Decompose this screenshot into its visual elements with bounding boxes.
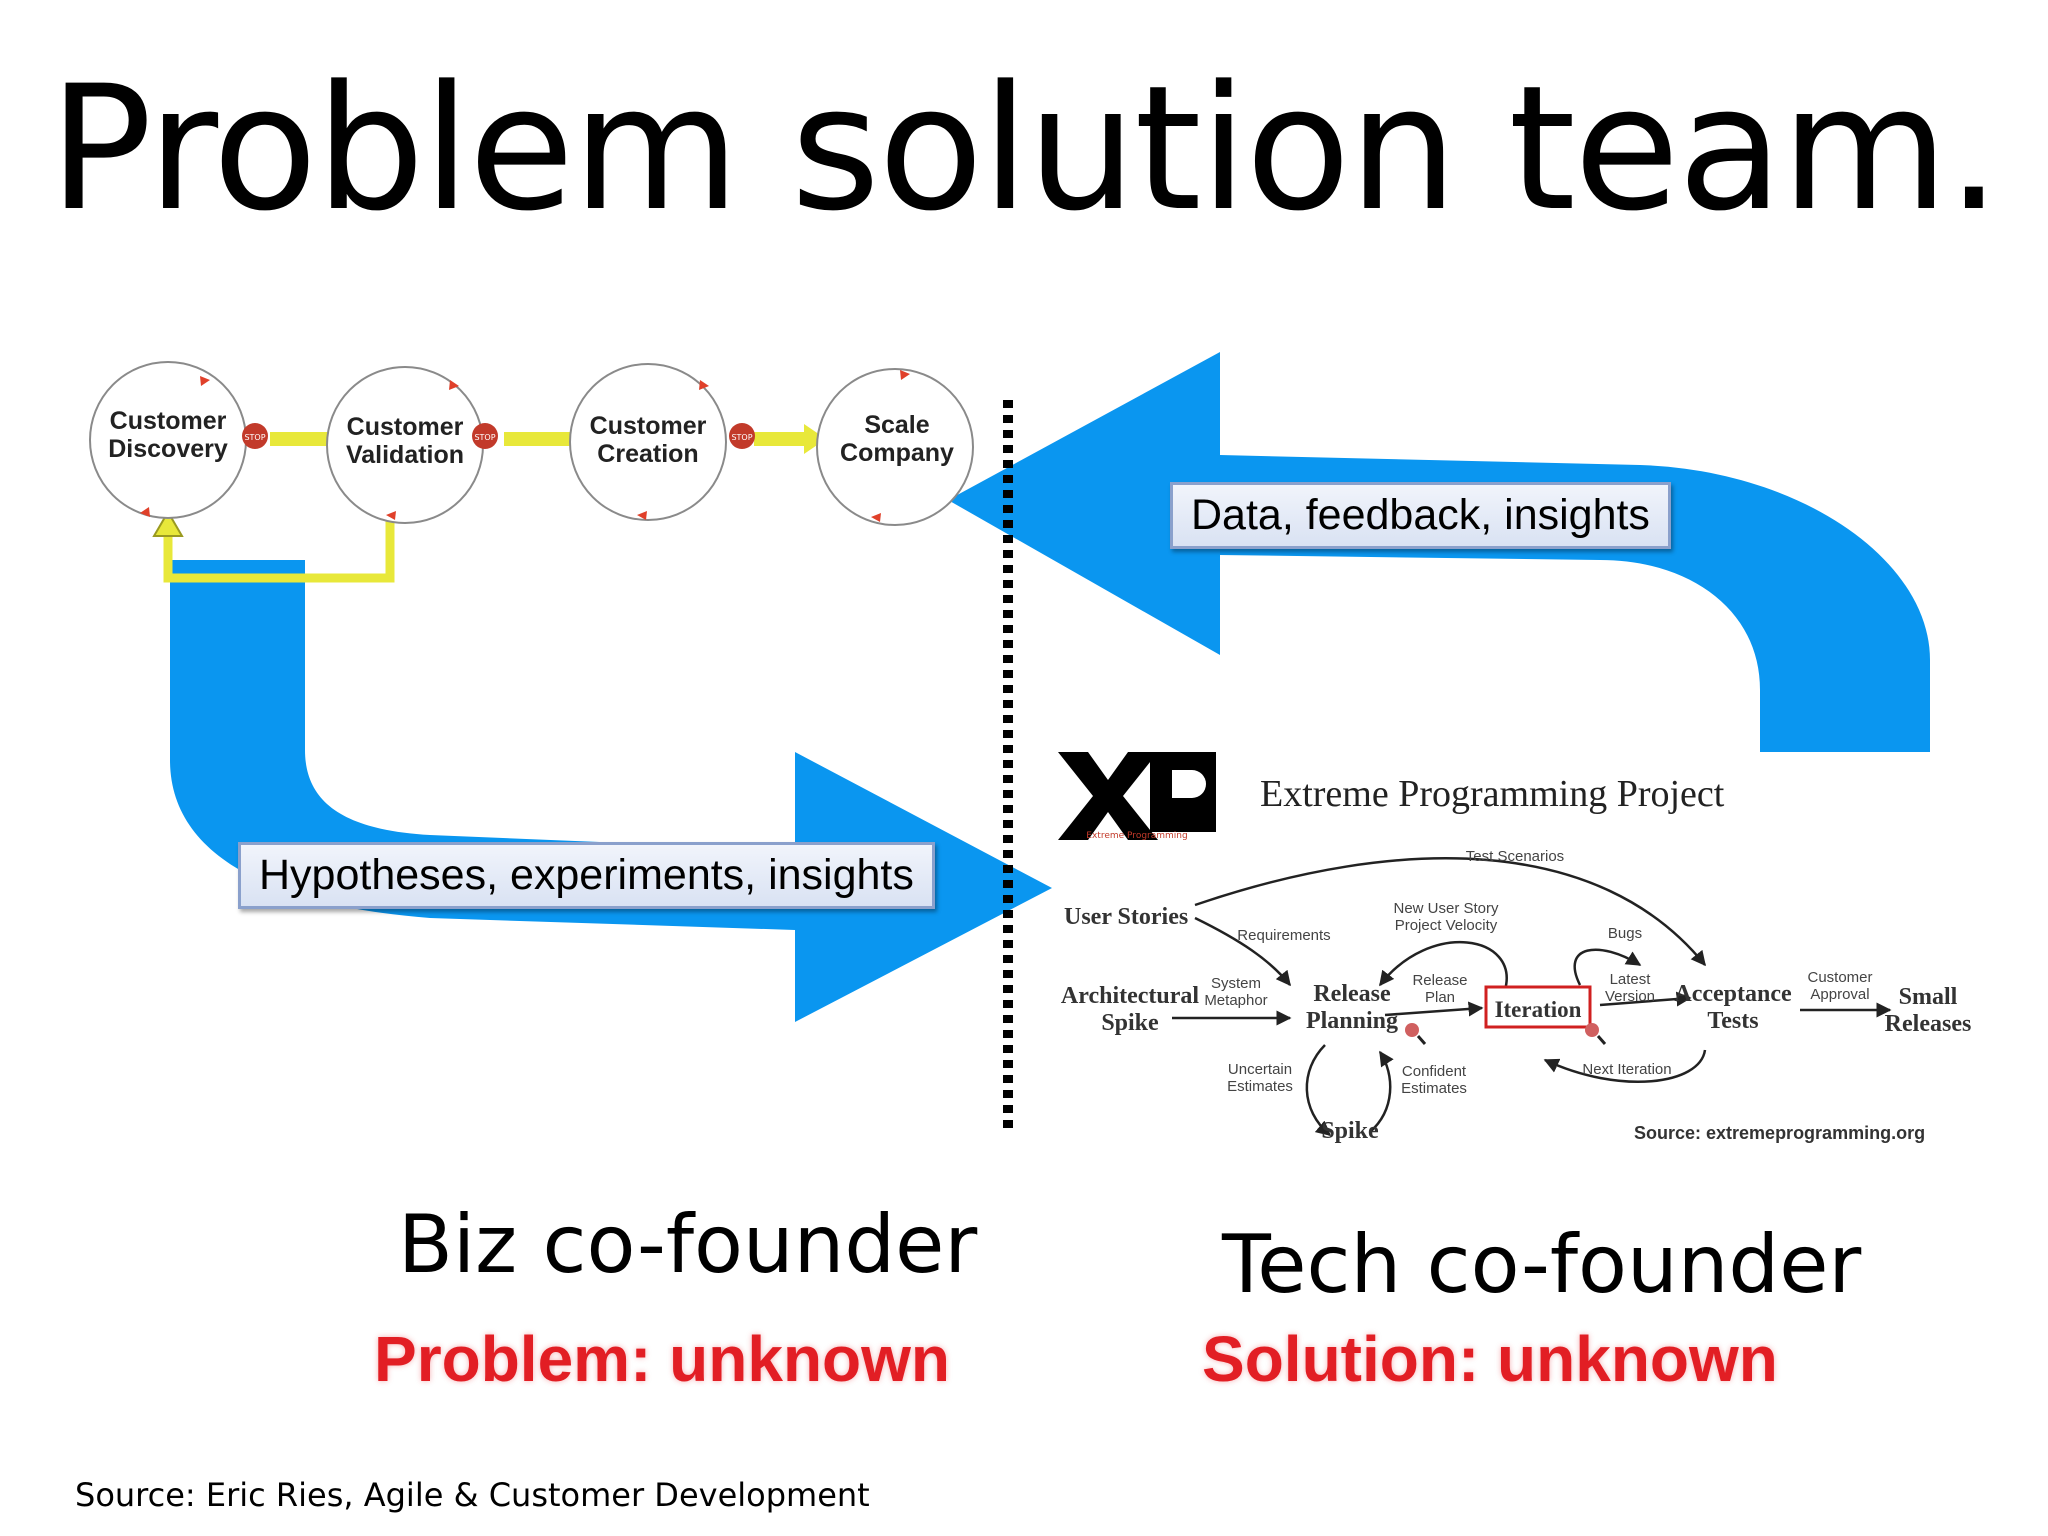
svg-text:Requirements: Requirements bbox=[1237, 927, 1330, 944]
xp-node: User Stories bbox=[1064, 904, 1188, 930]
xp-title: Extreme Programming Project bbox=[1260, 773, 1725, 815]
svg-text:STOP: STOP bbox=[474, 433, 495, 442]
validation-loop-arrow bbox=[163, 520, 395, 583]
xp-logo-caption: Extreme Programming bbox=[1086, 831, 1187, 841]
slide-title: Problem solution team. bbox=[48, 48, 2002, 249]
magnifier-icon bbox=[1585, 1023, 1607, 1045]
feedback-arrow bbox=[948, 352, 1930, 752]
xp-edge-labels: Test Scenarios Requirements New User Sto… bbox=[1204, 848, 1872, 1097]
loop-arrowhead bbox=[152, 510, 184, 537]
feedback-callout-text: Data, feedback, insights bbox=[1191, 491, 1650, 539]
hypotheses-callout-text: Hypotheses, experiments, insights bbox=[259, 851, 914, 899]
stop-sign-icon: STOP bbox=[729, 423, 755, 449]
svg-text:Bugs: Bugs bbox=[1608, 925, 1642, 942]
tech-cofounder-label: Tech co-founder bbox=[1222, 1218, 1862, 1311]
svg-text:Next Iteration: Next Iteration bbox=[1582, 1061, 1671, 1078]
xp-source: Source: extremeprogramming.org bbox=[1634, 1123, 1925, 1143]
biz-status: Problem: unknown bbox=[374, 1323, 950, 1395]
stop-sign-icon: STOP bbox=[242, 423, 268, 449]
svg-text:STOP: STOP bbox=[244, 433, 265, 442]
xp-flow-edges bbox=[1172, 857, 1892, 1136]
feedback-callout: Data, feedback, insights bbox=[1170, 482, 1671, 549]
footer-source: Source: Eric Ries, Agile & Customer Deve… bbox=[75, 1476, 870, 1514]
magnifier-icon bbox=[1405, 1023, 1427, 1045]
xp-logo: Extreme Programming bbox=[1058, 752, 1216, 841]
svg-text:STOP: STOP bbox=[731, 433, 752, 442]
tech-status: Solution: unknown bbox=[1202, 1323, 1778, 1395]
hypotheses-callout: Hypotheses, experiments, insights bbox=[238, 842, 935, 909]
svg-text:Test Scenarios: Test Scenarios bbox=[1466, 848, 1564, 865]
biz-cofounder-label: Biz co-founder bbox=[398, 1198, 978, 1291]
stop-sign-icon: STOP bbox=[472, 423, 498, 449]
xp-node: Spike bbox=[1321, 1118, 1379, 1144]
hypotheses-arrow bbox=[170, 560, 1052, 1022]
xp-node: Iteration bbox=[1495, 997, 1582, 1022]
